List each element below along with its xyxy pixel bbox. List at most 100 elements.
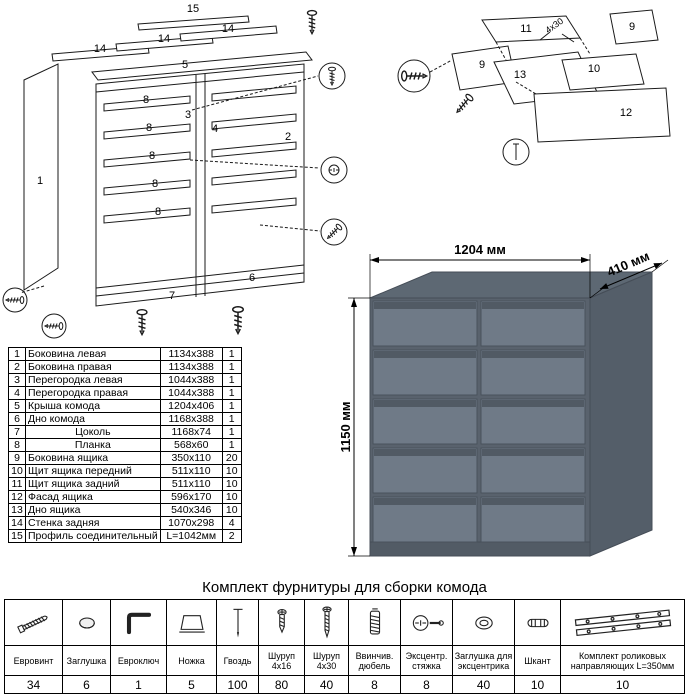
label-7: 7 [169,290,175,302]
screw-long-icon [321,606,332,638]
hex-key-icon [126,612,151,634]
cam-lock-icon [412,614,444,631]
screw-icon [276,608,287,634]
part-qty: 20 [221,451,242,465]
hardware-qty: 100 [216,675,259,694]
hardware-name: Ножка [166,645,217,676]
hardware-name: Комплект роликовых направляющих L=350мм [560,645,685,676]
part-name: Боковина правая [25,360,161,374]
part-size: 511x110 [159,477,223,491]
part-qty: 1 [221,399,242,413]
chest-exploded-diagram: 15 14 14 14 5 1 2 3 4 8 8 8 8 8 7 6 [2,3,348,339]
part-number: 11 [8,477,26,491]
part-size: 1044x388 [159,386,223,400]
height-dimension-label: 1150 мм [338,401,353,452]
hardware-qty-row: 34 6 1 5 100 80 40 8 8 40 10 10 [4,675,685,694]
part-name: Профиль соединительный [25,529,161,543]
part-number: 4 [8,386,26,400]
hardware-qty: 1 [110,675,167,694]
hardware-icons-row [4,599,685,646]
part-number: 13 [8,503,26,517]
chest-part-labels: 15 14 14 14 5 1 2 3 4 8 8 8 8 8 7 6 [37,3,291,302]
fastener-callouts [2,9,348,339]
confirmat-screw-icon [16,614,48,634]
hardware-qty: 10 [560,675,685,694]
part-qty: 10 [221,477,242,491]
hardware-qty: 8 [400,675,453,694]
label-1: 1 [37,175,43,187]
label-8: 8 [143,94,149,106]
part-size: 568x60 [159,438,223,452]
label-8: 8 [146,122,152,134]
label-11: 11 [520,23,531,35]
part-qty: 1 [221,347,242,361]
part-name: Планка [25,438,161,452]
part-size: 1168x74 [159,425,223,439]
hardware-name: Евроключ [110,645,167,676]
drawer-line-art [397,9,671,166]
chest-plinth [369,541,591,557]
part-size: 511x110 [159,464,223,478]
label-14: 14 [158,33,170,45]
carcass-line-art [19,15,321,307]
label-2: 2 [285,131,291,143]
hardware-qty: 8 [348,675,401,694]
hardware-name: Гвоздь [216,645,259,676]
hardware-table: Евровинт Заглушка Евроключ Ножка Гвоздь … [4,599,685,694]
part-qty: 1 [221,386,242,400]
width-dimension-label: 1204 мм [454,242,506,257]
part-name: Перегородка правая [25,386,161,400]
part-number: 7 [8,425,26,439]
part-number: 1 [8,347,26,361]
label-13: 13 [514,69,526,81]
hardware-qty: 6 [62,675,111,694]
part-number: 15 [8,529,26,543]
label-9: 9 [629,21,635,33]
part-size: 1134x388 [159,360,223,374]
hardware-qty: 40 [304,675,349,694]
nail-icon [232,608,243,638]
part-number: 12 [8,490,26,504]
label-5: 5 [182,59,188,71]
hardware-qty: 40 [452,675,515,694]
part-name: Крыша комода [25,399,161,413]
part-qty: 10 [221,503,242,517]
drawer-exploded-diagram: 11 9 9 13 10 12 4x30 [397,9,671,166]
drawer-fronts [372,300,586,543]
hardware-name: Ввинчив. дюбель [348,645,401,676]
hardware-name: Евровинт [4,645,63,676]
part-size: 1070x298 [159,516,223,530]
label-9: 9 [479,59,485,71]
part-number: 5 [8,399,26,413]
label-4: 4 [212,123,218,135]
part-size: 350x110 [159,451,223,465]
part-number: 10 [8,464,26,478]
hardware-qty: 5 [166,675,217,694]
label-6: 6 [249,272,255,284]
part-name: Дно ящика [25,503,161,517]
hardware-name: Эксцентр. стяжка [400,645,453,676]
hardware-qty: 80 [258,675,305,694]
part-qty: 10 [221,464,242,478]
part-number: 9 [8,451,26,465]
part-name: Боковина ящика [25,451,161,465]
part-size: L=1042мм [159,529,223,543]
part-size: 1044x388 [159,373,223,387]
chest-side-face [589,271,653,557]
label-10: 10 [588,63,600,75]
part-number: 14 [8,516,26,530]
